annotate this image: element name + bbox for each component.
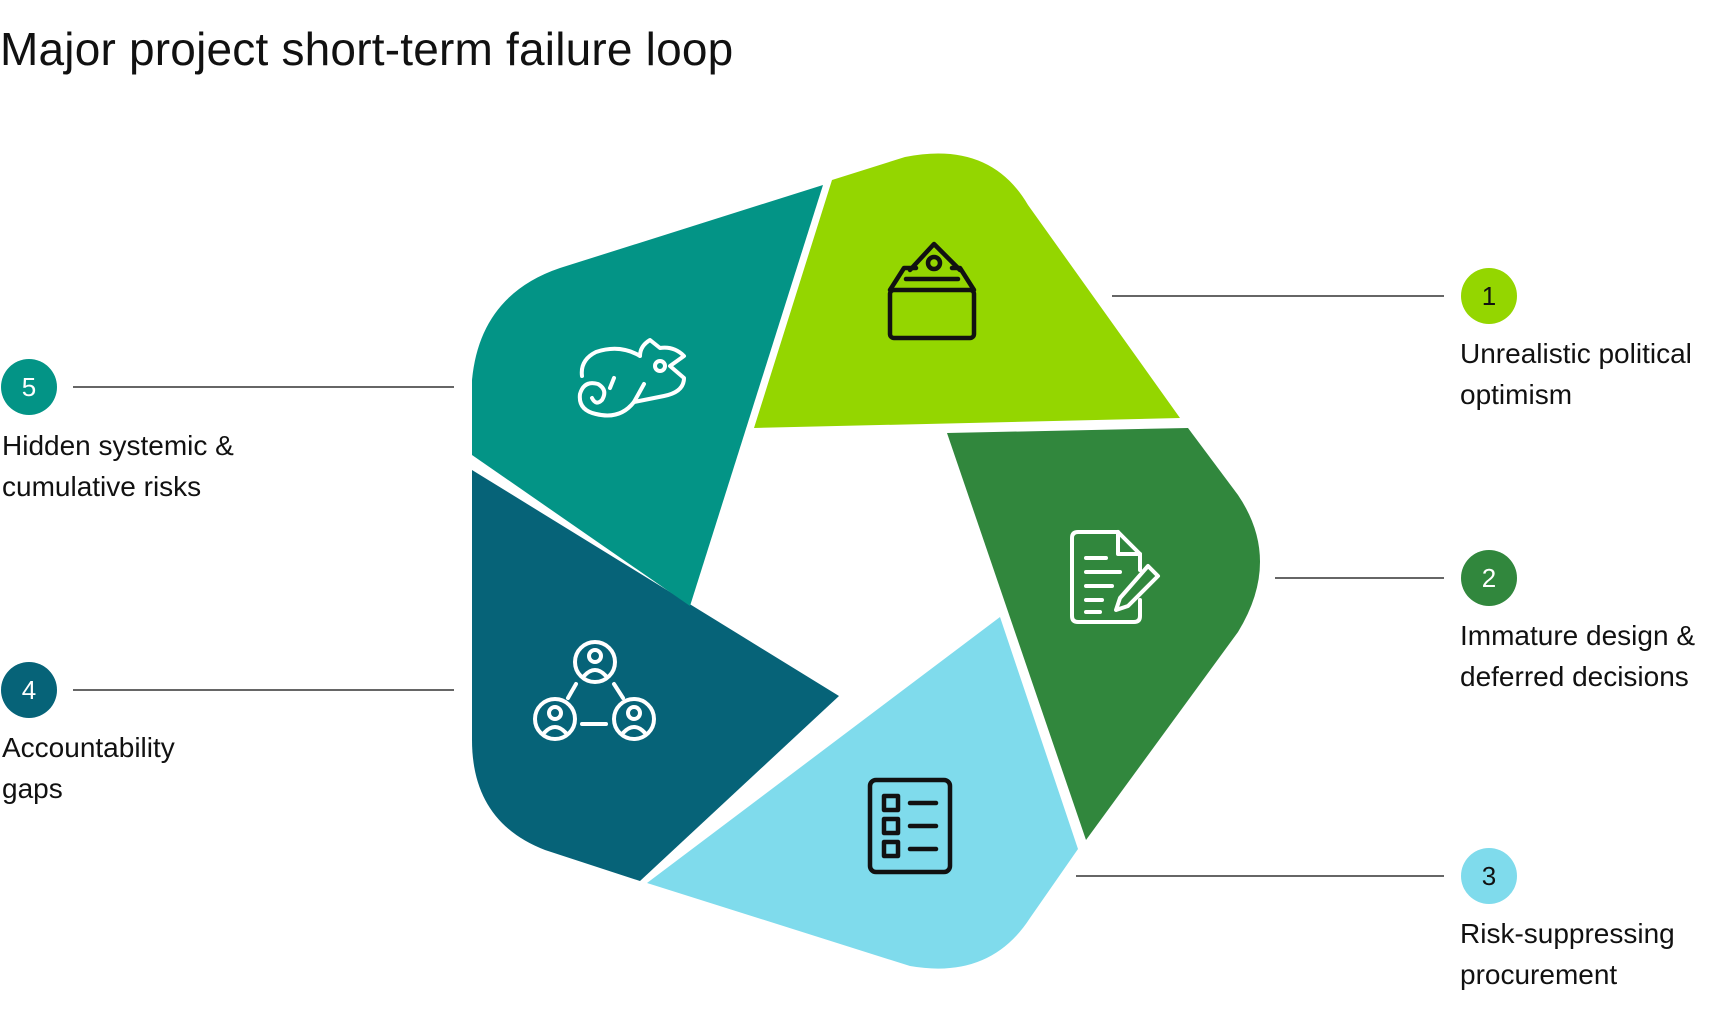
chameleon-icon bbox=[577, 338, 686, 418]
svg-text:5: 5 bbox=[22, 372, 36, 402]
segment-5[interactable] bbox=[472, 185, 823, 606]
step-badge-4: 4 bbox=[1, 662, 57, 718]
step-badge-3: 3 bbox=[1461, 848, 1517, 904]
step-label-2-line2: deferred decisions bbox=[1460, 661, 1689, 692]
step-label-3-line2: procurement bbox=[1460, 959, 1618, 990]
step-label-1-line2: optimism bbox=[1460, 379, 1573, 410]
step-label-3-line1: Risk-suppressing bbox=[1460, 918, 1675, 949]
step-label-4: Accountability gaps bbox=[2, 727, 175, 809]
ballot-box-icon bbox=[887, 241, 977, 341]
step-label-2: Immature design & deferred decisions bbox=[1460, 615, 1695, 697]
step-badge-2: 2 bbox=[1461, 550, 1517, 606]
step-label-2-line1: Immature design & bbox=[1460, 620, 1695, 651]
page-title: Major project short-term failure loop bbox=[0, 23, 734, 75]
step-badge-1: 1 bbox=[1461, 268, 1517, 324]
document-edit-icon bbox=[1070, 530, 1160, 624]
segment-4[interactable] bbox=[472, 470, 839, 881]
checklist-icon bbox=[867, 777, 953, 875]
step-label-4-line2: gaps bbox=[2, 773, 63, 804]
step-label-1: Unrealistic political optimism bbox=[1460, 333, 1692, 415]
step-label-5: Hidden systemic & cumulative risks bbox=[2, 425, 234, 507]
step-badge-5: 5 bbox=[1, 359, 57, 415]
svg-text:4: 4 bbox=[22, 675, 36, 705]
step-label-3: Risk-suppressing procurement bbox=[1460, 913, 1675, 995]
svg-text:2: 2 bbox=[1482, 563, 1496, 593]
step-label-5-line2: cumulative risks bbox=[2, 471, 202, 502]
step-label-5-line1: Hidden systemic & bbox=[2, 430, 234, 461]
segment-3[interactable] bbox=[647, 617, 1078, 969]
segment-2[interactable] bbox=[947, 428, 1260, 840]
svg-text:3: 3 bbox=[1482, 861, 1496, 891]
svg-text:1: 1 bbox=[1482, 281, 1496, 311]
people-network-icon bbox=[533, 640, 656, 741]
step-label-1-line1: Unrealistic political bbox=[1460, 338, 1692, 369]
step-label-4-line1: Accountability bbox=[2, 732, 175, 763]
